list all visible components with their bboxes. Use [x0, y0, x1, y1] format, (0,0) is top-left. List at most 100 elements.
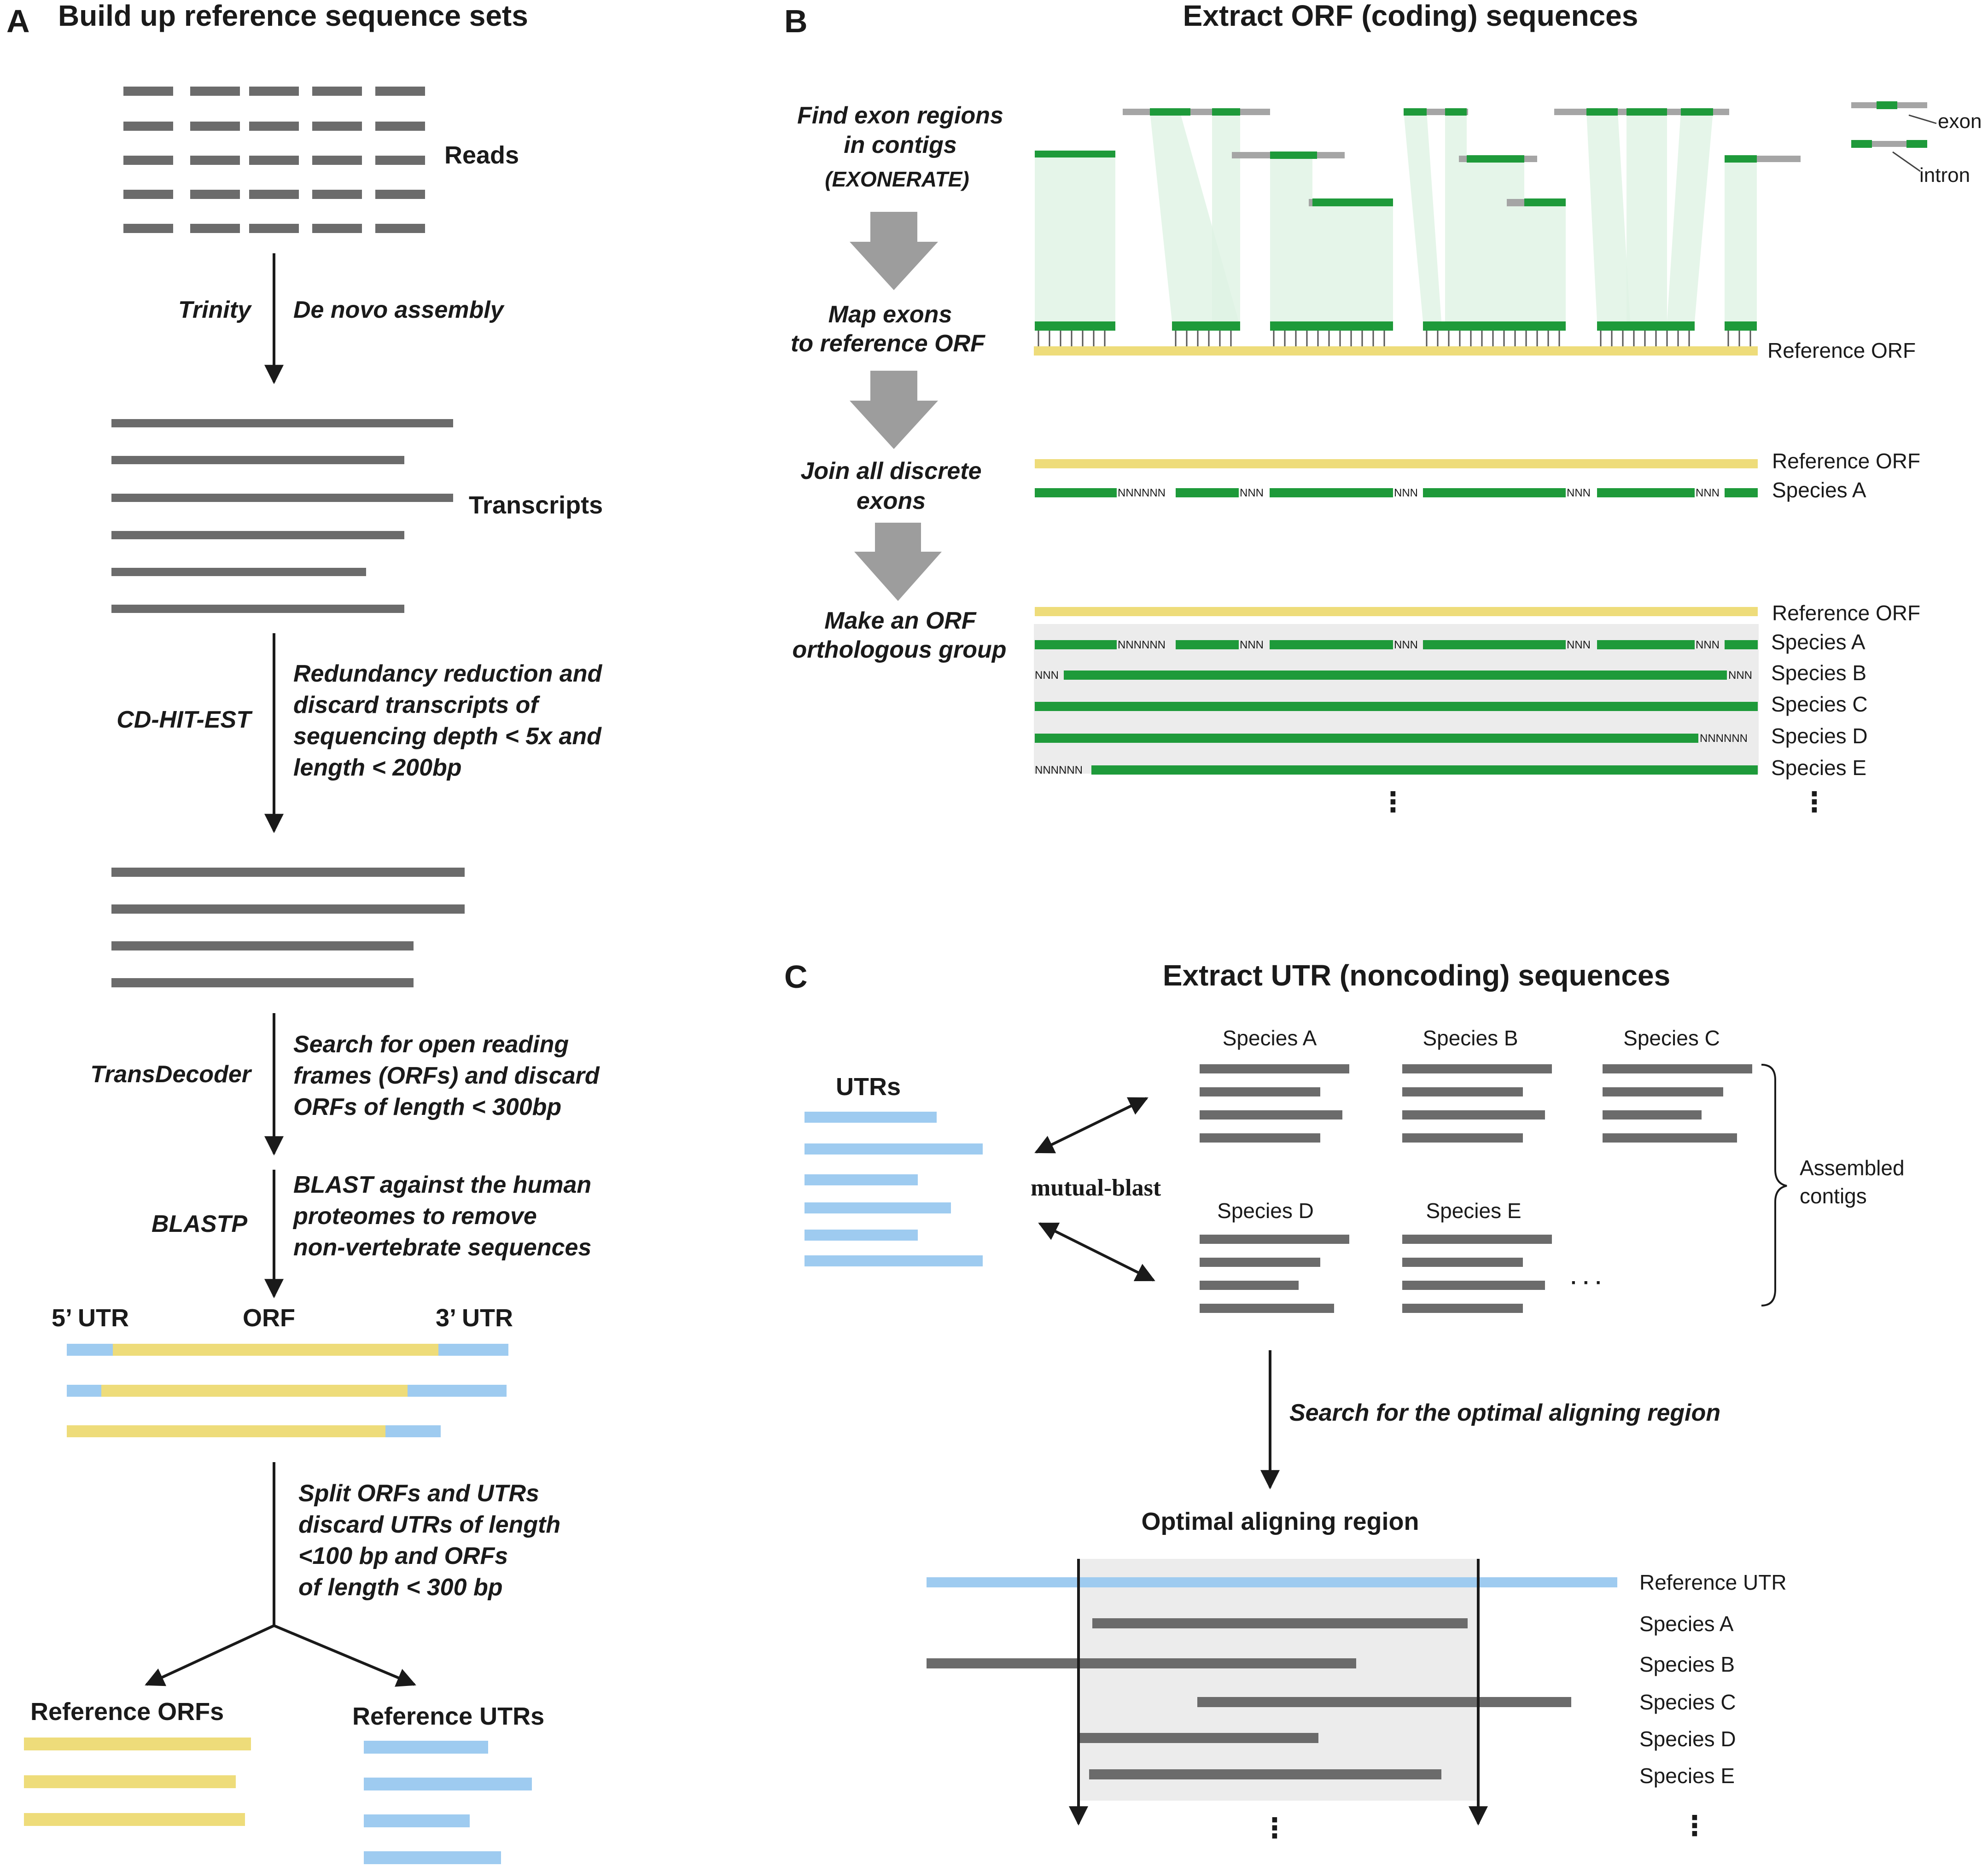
filtered-transcripts-block	[111, 868, 465, 987]
gap-nnn: NNN	[1567, 639, 1591, 651]
gap-nnn: NNNNNN	[1700, 732, 1748, 745]
read-bar	[312, 156, 362, 165]
exon-segment	[1035, 640, 1117, 649]
utr3-label: 3’ UTR	[436, 1304, 513, 1332]
c-col-species-c: Species C	[1623, 1026, 1720, 1050]
read-bar	[312, 122, 362, 131]
contig-intron	[1123, 109, 1270, 115]
b-reference-orf-label-2: Reference ORF	[1772, 449, 1920, 473]
step4-desc-1: BLAST against the human	[293, 1172, 591, 1198]
step3-desc-3: ORFs of length < 300bp	[293, 1094, 561, 1120]
orf-label: ORF	[243, 1304, 295, 1332]
step3-tool: TransDecoder	[90, 1061, 252, 1088]
reads-block	[123, 87, 425, 233]
exon-segment	[1597, 488, 1695, 497]
c-species-a-label: Species A	[1639, 1612, 1734, 1636]
mapped-exon	[1725, 321, 1757, 331]
read-bar	[190, 224, 240, 233]
annotated-transcripts	[67, 1344, 508, 1437]
mapping-band	[1270, 156, 1312, 321]
step4-tool: BLASTP	[152, 1211, 247, 1237]
contig-bar	[1603, 1064, 1752, 1073]
read-bar	[375, 190, 425, 199]
c-col-species-a: Species A	[1223, 1026, 1317, 1050]
reference-utr-bar	[927, 1577, 1617, 1587]
reads-label: Reads	[444, 141, 519, 169]
utr-segment	[385, 1425, 441, 1437]
optimal-region-bg	[1078, 1559, 1479, 1801]
exon-segment	[1423, 488, 1566, 497]
read-bar	[375, 122, 425, 131]
utr-bar	[805, 1202, 951, 1213]
mapping-band	[1404, 111, 1441, 321]
c-ellipsis-2: ⋮	[1681, 1810, 1708, 1841]
utr-segment	[438, 1344, 508, 1356]
utr-segment	[67, 1344, 113, 1356]
contig-bar	[1402, 1235, 1552, 1244]
contig-bar	[1200, 1281, 1299, 1290]
mapped-exon	[1423, 321, 1566, 331]
c-col-species-e: Species E	[1426, 1199, 1521, 1223]
mapping-band	[1467, 159, 1524, 321]
ref-orfs-label: Reference ORFs	[30, 1698, 224, 1726]
b-step3-line1: Join all discrete	[800, 458, 981, 484]
species-orf-bar	[1091, 765, 1758, 775]
aligned-bar	[1079, 1733, 1318, 1743]
b-species-a-label: Species A	[1771, 630, 1866, 654]
step3-desc-2: frames (ORFs) and discard	[293, 1062, 600, 1089]
contig-exon	[1035, 151, 1115, 157]
contig-bar	[1200, 1304, 1334, 1313]
mapping-band	[1312, 203, 1393, 321]
panel-c: C Extract UTR (noncoding) sequences UTRs…	[784, 959, 1905, 1843]
read-bar	[249, 190, 299, 199]
b-ellipsis-2: ⋮	[1801, 787, 1828, 817]
step5-desc-3: <100 bp and ORFs	[298, 1543, 508, 1569]
transcript-bar	[111, 419, 453, 427]
panel-c-letter: C	[784, 959, 808, 995]
contig-exon	[1212, 108, 1240, 116]
contig-exon	[1404, 108, 1427, 116]
alignment-ticks	[1038, 331, 1751, 346]
read-bar	[190, 190, 240, 199]
c-species-e-label: Species E	[1639, 1764, 1735, 1788]
gap-nnn: NNN	[1240, 487, 1264, 499]
aligned-bar	[1197, 1697, 1571, 1707]
arrow-to-ref-utrs	[273, 1624, 416, 1687]
contigs-brace	[1761, 1064, 1787, 1306]
optimal-title: Optimal aligning region	[1141, 1508, 1419, 1535]
utr-bar	[805, 1230, 918, 1241]
c-h-ellipsis: · · ·	[1571, 1271, 1602, 1294]
read-bar	[123, 224, 173, 233]
reference-orf-bar	[1034, 346, 1758, 356]
read-bar	[123, 87, 173, 96]
gap-nnn: NNNNNN	[1118, 487, 1166, 499]
mapping-band	[1212, 111, 1240, 321]
optimal-region	[927, 1559, 1617, 1826]
b-species-d-label: Species D	[1771, 724, 1868, 748]
legend-exon-bar	[1851, 140, 1872, 148]
utr-segment	[408, 1385, 507, 1397]
step2-tool: CD-HIT-EST	[117, 706, 253, 733]
species-orf-bar	[1035, 702, 1758, 711]
ref-utrs-label: Reference UTRs	[352, 1703, 544, 1730]
c-col-species-b: Species B	[1422, 1026, 1518, 1050]
assembled-label: Assembled	[1800, 1156, 1905, 1180]
ref-orf-bar	[24, 1738, 251, 1750]
utrs-label: UTRs	[836, 1073, 901, 1101]
c-species-b-label: Species B	[1639, 1652, 1735, 1676]
contig-exon	[1524, 198, 1566, 206]
exon-segment	[1035, 488, 1117, 497]
step2-desc-3: sequencing depth < 5x and	[293, 723, 602, 750]
panel-b-letter: B	[784, 3, 808, 39]
exon-segment	[1176, 488, 1239, 497]
step1-tool: Trinity	[178, 297, 252, 323]
legend-leader	[1892, 151, 1921, 172]
species-orf-bar	[1064, 671, 1727, 680]
orf-segment	[101, 1385, 408, 1397]
mapping-band	[1627, 111, 1667, 321]
species-orf-bar	[1035, 734, 1698, 743]
read-bar	[249, 87, 299, 96]
mapping-band	[1725, 159, 1757, 321]
c-ellipsis-1: ⋮	[1261, 1813, 1288, 1843]
